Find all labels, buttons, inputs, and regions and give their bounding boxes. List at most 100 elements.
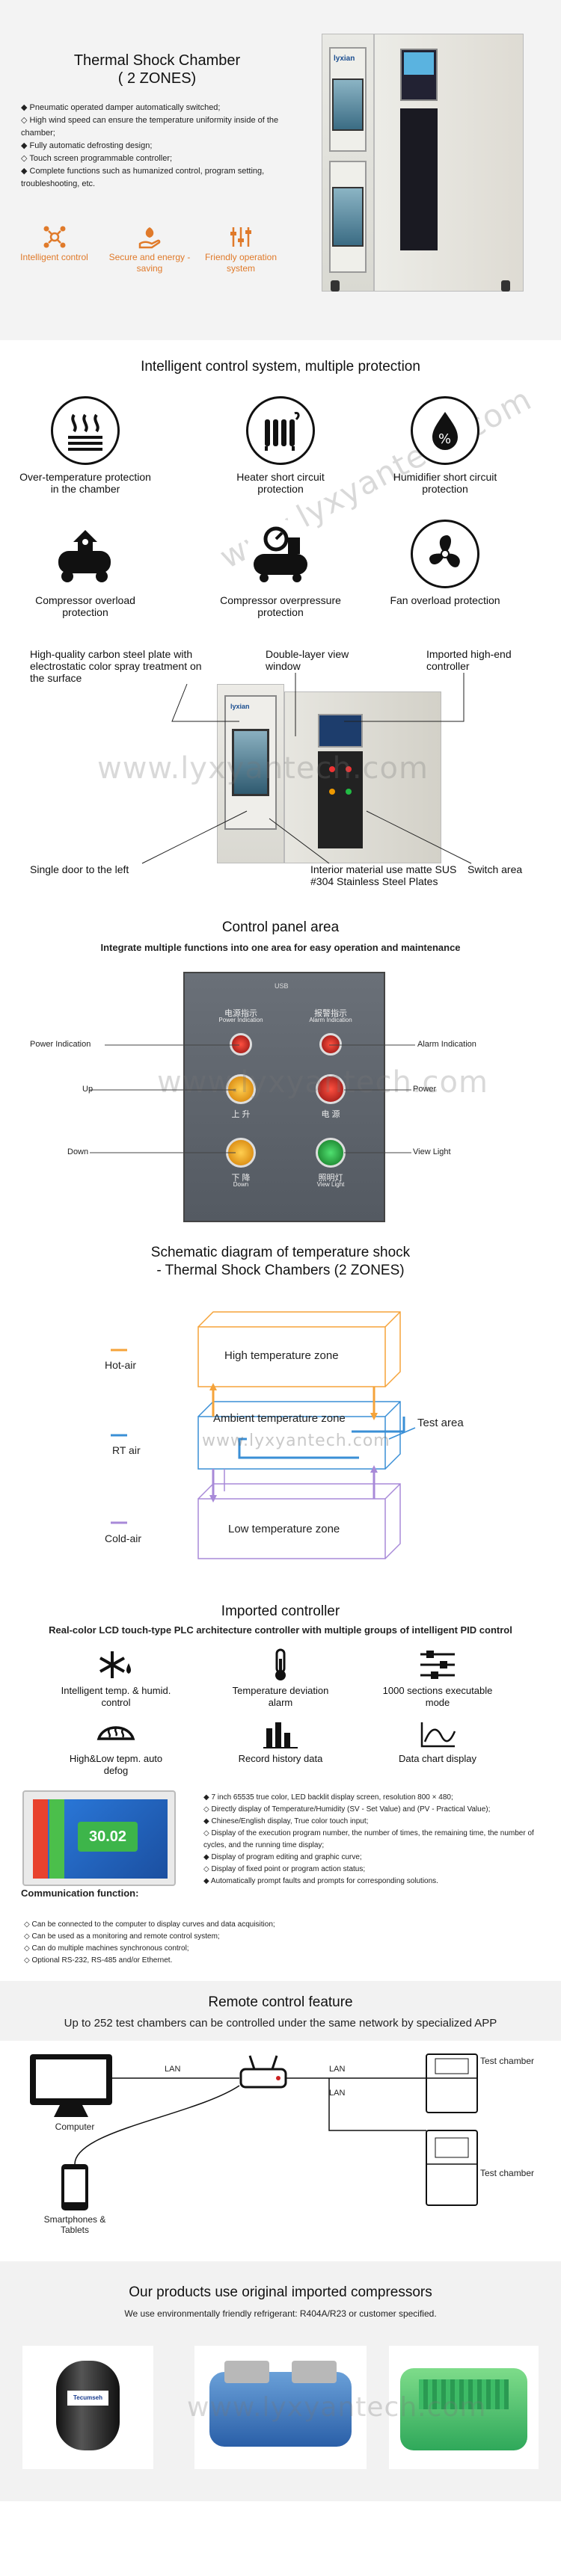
control-panel-title: Control panel area — [221, 919, 340, 935]
compressor-pressure-icon — [246, 520, 315, 588]
panel-label-en: Alarm Indication — [309, 1017, 352, 1023]
comm-item: ◇ Optional RS-232, RS-485 and/or Etherne… — [24, 1956, 173, 1965]
controller-spec-list: ◆ 7 inch 65535 true color, LED backlit d… — [203, 1792, 548, 1888]
spec-item: ◇ Directly display of Temperature/Humidi… — [203, 1805, 491, 1814]
sliders-icon — [230, 227, 251, 247]
controller-feature: Record history data — [224, 1719, 337, 1765]
spec-item: ◆ Display of program editing and graphic… — [203, 1853, 362, 1861]
network-icon — [43, 226, 65, 248]
communication-title: Communication function: — [21, 1888, 139, 1899]
feature-item: ◇ Touch screen programmable controller; — [21, 154, 173, 163]
protection-item: Heater short circuit protection — [213, 396, 348, 495]
compressor-brand: Tecumseh — [67, 2391, 108, 2406]
callout-carbon-steel: High-quality carbon steel plate with ele… — [30, 648, 202, 684]
fan-icon — [411, 520, 479, 588]
test-area-label: Test area — [417, 1417, 464, 1429]
panel-label-cn: 报警指示 — [314, 1009, 347, 1018]
callout-single-door: Single door to the left — [30, 863, 129, 875]
spec-text: Display of the execution program number,… — [203, 1829, 534, 1849]
callout-alarm-indication: Alarm Indication — [417, 1040, 476, 1049]
protection-item: Compressor overload protection — [18, 520, 153, 618]
hero-section: Thermal Shock Chamber ( 2 ZONES) ◆ Pneum… — [0, 0, 561, 340]
chamber-machine-image: lyxian — [322, 34, 524, 292]
compressor-image-2 — [194, 2346, 367, 2469]
rt-air-label: RT air — [112, 1444, 141, 1456]
compressor-image-1: Tecumseh — [22, 2346, 153, 2469]
control-panel-subtitle: Integrate multiple functions into one ar… — [100, 942, 461, 953]
comm-item: ◇ Can be used as a monitoring and remote… — [24, 1932, 220, 1941]
spec-text: Directly display of Temperature/Humidity… — [211, 1805, 491, 1814]
compressor-image-3 — [389, 2346, 539, 2469]
alarm-indicator-light — [319, 1033, 342, 1056]
controller-feature: Data chart display — [381, 1719, 494, 1765]
controller-title: Imported controller — [221, 1603, 340, 1619]
svg-text:%: % — [438, 431, 451, 447]
protection-title: Intelligent control system, multiple pro… — [141, 359, 420, 375]
panel-label-cn: 上 升 — [231, 1110, 251, 1119]
feature-text: Complete functions such as humanized con… — [21, 167, 265, 188]
machine-brand: lyxian — [230, 703, 250, 710]
chamber-photo: lyxian — [217, 684, 441, 871]
feature-item: ◇ High wind speed can ensure the tempera… — [21, 116, 279, 138]
schematic-diagram — [111, 1311, 416, 1559]
sliders-icon — [420, 1651, 455, 1679]
badge-label: Friendly operation system — [204, 252, 278, 274]
panel-label-en: View Light — [316, 1181, 345, 1188]
badge-intelligent: Intelligent control — [19, 224, 90, 263]
spec-text: 7 inch 65535 true color, LED backlit dis… — [211, 1793, 453, 1802]
panel-callout-lines — [90, 1044, 415, 1153]
controller-feature: 1000 sections executable mode — [381, 1648, 494, 1709]
thermometer-icon — [275, 1648, 286, 1680]
spec-text: Display of fixed point or program action… — [211, 1865, 366, 1873]
controller-section: Imported controller Real-color LCD touch… — [0, 1596, 561, 1917]
callout-view-light: View Light — [413, 1147, 451, 1156]
badge-label: Intelligent control — [20, 252, 88, 262]
computer-label: Computer — [55, 2121, 95, 2132]
bar-chart-icon — [263, 1722, 298, 1748]
panel-label-cn: 下 降 — [231, 1174, 251, 1183]
controller-feature-label: High&Low tepm. auto defog — [69, 1753, 163, 1776]
schematic-section: Schematic diagram of temperature shock -… — [0, 1245, 561, 1596]
callout-controller: Imported high-end controller — [426, 648, 512, 672]
panel-label-en: Power Indication — [218, 1017, 263, 1023]
controller-feature-label: Record history data — [238, 1753, 323, 1764]
protection-item: % Humidifier short circuit protection — [378, 396, 512, 495]
badge-friendly: Friendly operation system — [203, 224, 278, 274]
protection-item: Fan overload protection — [378, 520, 512, 606]
comm-text: Can be used as a monitoring and remote c… — [31, 1932, 220, 1941]
remote-title: Remote control feature — [208, 1994, 353, 2010]
up-button[interactable] — [226, 1074, 256, 1104]
feature-text: Pneumatic operated damper automatically … — [29, 103, 221, 112]
spec-item: ◆ Automatically prompt faults and prompt… — [203, 1877, 438, 1885]
power-indicator-light — [230, 1033, 252, 1056]
remote-section: Remote control feature Up to 252 test ch… — [0, 1981, 561, 2273]
line-chart-icon — [420, 1722, 456, 1748]
controller-feature-label: Temperature deviation alarm — [232, 1685, 329, 1708]
feature-item: ◆ Complete functions such as humanized c… — [21, 167, 265, 188]
compressors-section: Our products use original imported compr… — [0, 2273, 561, 2501]
lan-label: LAN — [329, 2065, 346, 2074]
comm-text: Can be connected to the computer to disp… — [31, 1920, 275, 1929]
compressors-subtitle: We use environmentally friendly refriger… — [124, 2308, 437, 2319]
snowflake-drop-icon — [99, 1651, 131, 1678]
panel-photo: USB 电源指示 Power Indication 报警指示 Alarm Ind… — [183, 972, 385, 1222]
comm-text: Can do multiple machines synchronous con… — [31, 1944, 189, 1953]
callout-down: Down — [67, 1147, 89, 1156]
power-button[interactable] — [316, 1074, 346, 1104]
callout-power: Power — [413, 1085, 437, 1094]
controller-feature-label: Intelligent temp. & humid. control — [61, 1685, 171, 1708]
machine-brand: lyxian — [334, 55, 355, 63]
network-diagram — [30, 2053, 478, 2210]
usb-label: USB — [275, 982, 289, 990]
heater-icon — [246, 396, 315, 465]
hero-subtitle: ( 2 ZONES) — [117, 70, 197, 87]
hero-feature-list: ◆ Pneumatic operated damper automaticall… — [21, 102, 290, 191]
callout-lines — [141, 673, 472, 864]
lan-label: LAN — [165, 2065, 181, 2074]
screen-value: 30.02 — [78, 1822, 138, 1852]
badge-label: Secure and energy - saving — [108, 252, 191, 274]
controller-feature: High&Low tepm. auto defog — [60, 1719, 172, 1777]
controller-subtitle: Real-color LCD touch-type PLC architectu… — [49, 1624, 512, 1636]
callout-power-indication: Power Indication — [30, 1040, 91, 1049]
spec-item: ◆ Chinese/English display, True color to… — [203, 1817, 369, 1825]
